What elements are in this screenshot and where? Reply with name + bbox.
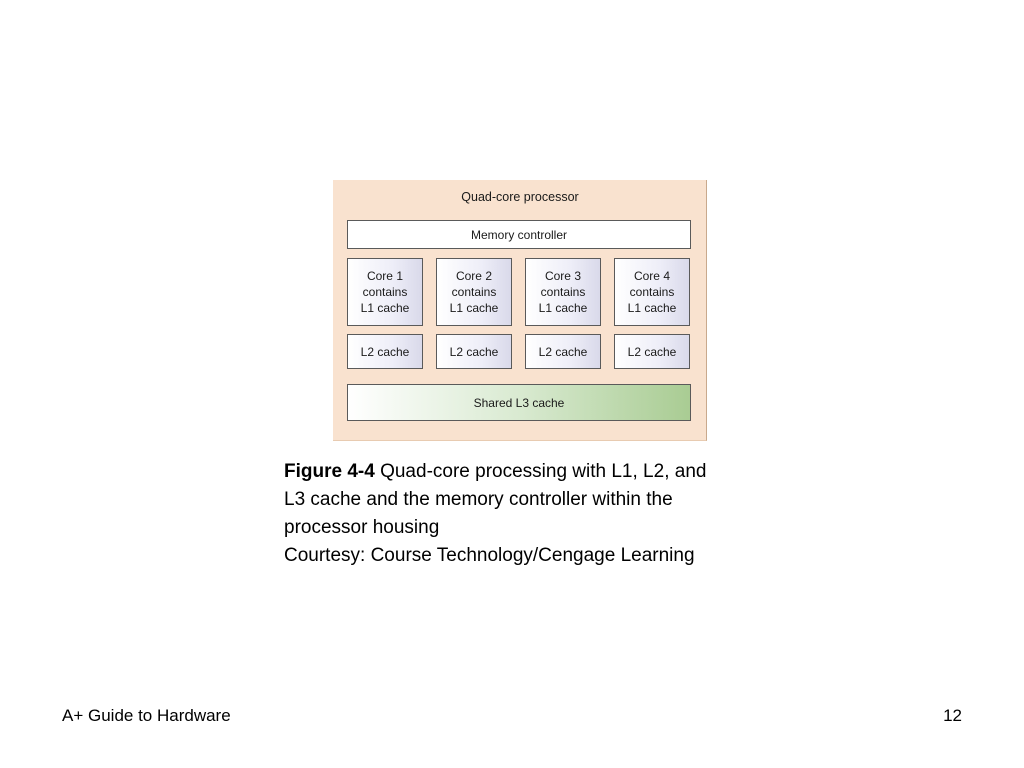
quad-core-processor-diagram: Quad-core processor Memory controller Co… [333, 180, 707, 441]
caption-line-2: L3 cache and the memory controller withi… [284, 489, 673, 510]
caption-line-3: processor housing [284, 517, 440, 538]
memory-controller-box: Memory controller [347, 220, 691, 249]
caption-line-1: Figure 4-4 Quad-core processing with L1,… [284, 458, 824, 486]
l2-cache-1-box: L2 cache [347, 334, 423, 369]
l2-cache-2-box: L2 cache [436, 334, 512, 369]
page-number: 12 [943, 706, 962, 725]
caption-credit: Courtesy: Course Technology/Cengage Lear… [284, 545, 695, 566]
l2-cache-3-box: L2 cache [525, 334, 601, 369]
footer-title: A+ Guide to Hardware [62, 706, 231, 725]
figure-number: Figure 4-4 [284, 461, 375, 482]
core-3-box: Core 3 contains L1 cache [525, 258, 601, 326]
figure-caption: Figure 4-4 Quad-core processing with L1,… [284, 458, 824, 570]
diagram-title: Quad-core processor [461, 190, 579, 204]
core-2-box: Core 2 contains L1 cache [436, 258, 512, 326]
core-1-box: Core 1 contains L1 cache [347, 258, 423, 326]
l2-cache-4-box: L2 cache [614, 334, 690, 369]
caption-text-1: Quad-core processing with L1, L2, and [374, 461, 707, 482]
shared-l3-cache-box: Shared L3 cache [347, 384, 691, 421]
core-4-box: Core 4 contains L1 cache [614, 258, 690, 326]
